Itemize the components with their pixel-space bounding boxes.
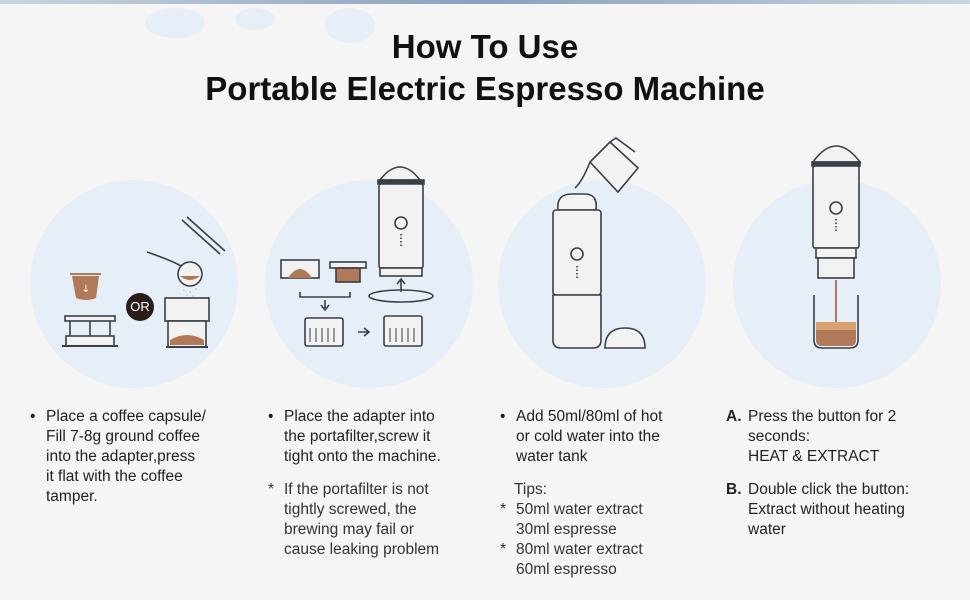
option-a: A. Press the button for 2 seconds: HEAT … <box>726 407 946 467</box>
decorative-blob <box>235 8 275 30</box>
option-line: Press the button for 2 <box>748 408 897 425</box>
option-label: B. <box>726 481 742 498</box>
tips-label: Tips: <box>514 481 548 498</box>
warning-note: * If the portafilter is not tightly scre… <box>268 480 478 560</box>
step-4-text: A. Press the button for 2 seconds: HEAT … <box>726 407 946 540</box>
note-line: cause leaking problem <box>284 541 440 558</box>
tip-marker: * <box>500 541 507 558</box>
option-line: HEAT & EXTRACT <box>748 448 880 465</box>
page-subtitle: Portable Electric Espresso Machine <box>205 70 765 107</box>
svg-text:↓: ↓ <box>82 284 90 295</box>
option-line: water <box>748 521 786 538</box>
option-b: B. Double click the button: Extract with… <box>726 480 946 540</box>
text-line: the portafilter,screw it <box>284 428 431 445</box>
portafilter-illustration <box>280 166 434 347</box>
text-line: Place a coffee capsule/ <box>46 408 206 425</box>
bullet-marker: • <box>30 408 36 425</box>
step-2-illustration-bg <box>265 180 473 388</box>
tip-item: * 80ml water extract 60ml espresso <box>500 540 710 580</box>
step-1-text: • Place a coffee capsule/ Fill 7-8g grou… <box>30 407 240 507</box>
bullet-marker: • <box>268 408 274 425</box>
tip-line: 60ml espresso <box>516 561 617 578</box>
tip-marker: * <box>500 501 507 518</box>
extract-illustration <box>811 145 862 349</box>
tip-line: 50ml water extract <box>516 501 643 518</box>
text-line: water tank <box>516 448 588 465</box>
option-line: Double click the button: <box>748 481 910 498</box>
decorative-blob <box>145 8 205 38</box>
text-line: tight onto the machine. <box>284 448 441 465</box>
option-line: seconds: <box>748 428 811 445</box>
tip-line: 80ml water extract <box>516 541 643 558</box>
tip-item: * 50ml water extract 30ml espresse <box>500 500 710 540</box>
step-3-illustration-bg <box>498 180 706 388</box>
water-tank-illustration <box>552 137 646 349</box>
page-title: How To Use <box>391 28 579 65</box>
step-1-illustration-bg <box>30 180 238 388</box>
step-3-text: • Add 50ml/80ml of hot or cold water int… <box>500 407 710 580</box>
decorative-blob <box>325 8 375 43</box>
capsule-adapter-illustration: ↓ <box>62 216 226 348</box>
text-line: Add 50ml/80ml of hot <box>516 408 663 425</box>
text-line: into the adapter,press <box>46 448 196 465</box>
text-line: Fill 7-8g ground coffee <box>46 428 200 445</box>
option-label: A. <box>726 408 742 425</box>
note-line: tightly screwed, the <box>284 501 417 518</box>
top-border <box>0 0 970 4</box>
note-marker: * <box>268 481 275 498</box>
note-line: If the portafilter is not <box>284 481 429 498</box>
note-line: brewing may fail or <box>284 521 415 538</box>
bullet-marker: • <box>500 408 506 425</box>
text-line: Place the adapter into <box>284 408 435 425</box>
text-line: or cold water into the <box>516 428 660 445</box>
tip-line: 30ml espresse <box>516 521 617 538</box>
text-line: it flat with the coffee <box>46 468 183 485</box>
text-line: tamper. <box>46 488 98 505</box>
option-line: Extract without heating <box>748 501 905 518</box>
or-badge: OR <box>130 299 150 314</box>
step-2-text: • Place the adapter into the portafilter… <box>268 407 478 560</box>
